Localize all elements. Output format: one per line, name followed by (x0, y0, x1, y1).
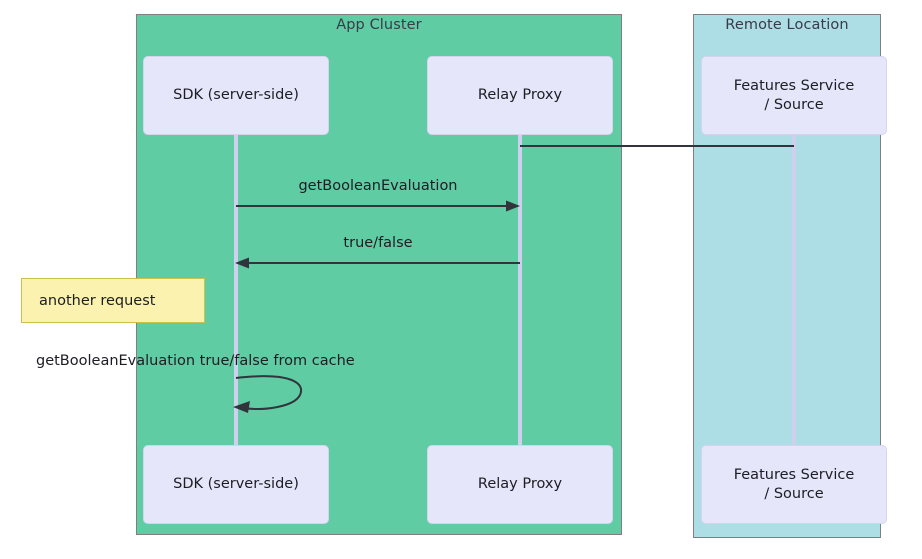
message-label-cache-self-call: getBooleanEvaluation true/false from cac… (36, 353, 355, 369)
participant-features-service-bottom[interactable]: Features Service / Source (701, 445, 887, 524)
group-app-cluster-title: App Cluster (336, 17, 422, 33)
group-remote-location-title: Remote Location (725, 17, 849, 33)
message-label-get-boolean-evaluation: getBooleanEvaluation (298, 178, 458, 194)
participant-features-service-top[interactable]: Features Service / Source (701, 56, 887, 135)
lifeline-sdk (234, 133, 238, 448)
message-arrow-get-boolean-evaluation (236, 200, 520, 212)
participant-relay-proxy-bottom[interactable]: Relay Proxy (427, 445, 613, 524)
participant-sdk-bottom[interactable]: SDK (server-side) (143, 445, 329, 524)
message-label-true-false: true/false (343, 235, 413, 251)
message-relay-to-features (520, 145, 794, 147)
lifeline-relay-proxy (518, 133, 522, 448)
lifeline-features-service (792, 133, 796, 448)
participant-sdk-top[interactable]: SDK (server-side) (143, 56, 329, 135)
message-arrow-cache-self-loop (233, 375, 303, 413)
note-another-request: another request (21, 278, 205, 323)
participant-relay-proxy-top[interactable]: Relay Proxy (427, 56, 613, 135)
message-arrow-true-false (235, 257, 520, 269)
